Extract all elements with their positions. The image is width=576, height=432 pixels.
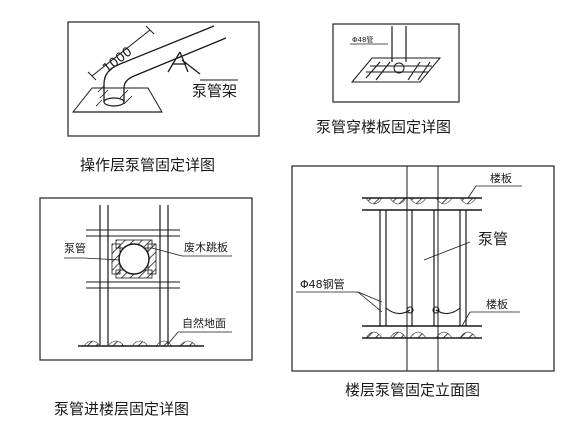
caption-through-floor: 泵管穿楼板固定详图 xyxy=(316,118,451,136)
panel-operating-floor: 1000 泵管架 xyxy=(67,21,260,137)
steel-pipe-label: Φ48钢管 xyxy=(300,277,345,291)
panel-entering-floor: 泵管 废木跳板 自然地面 xyxy=(39,197,253,361)
ground-label: 自然地面 xyxy=(182,316,226,330)
bottom-slab-hatch xyxy=(365,331,477,339)
elevation-pump-pipe-label: 泵管 xyxy=(478,230,508,248)
pump-frame-label: 泵管架 xyxy=(192,82,237,100)
ground-hatch xyxy=(83,340,197,347)
pump-pipe-circle xyxy=(118,243,150,275)
floor-label-bottom: 楼板 xyxy=(486,297,508,311)
panel-frame xyxy=(332,23,460,103)
pump-frame-support xyxy=(167,51,201,75)
pipe-clamps xyxy=(385,306,461,315)
horizontal-bars xyxy=(86,229,180,289)
pump-pipe-label: 泵管 xyxy=(64,241,86,255)
steel-tubes xyxy=(379,210,467,326)
steel-posts xyxy=(99,205,169,345)
panel-frame xyxy=(291,165,555,372)
scrap-board-label: 废木跳板 xyxy=(184,240,228,254)
pump-pipe-elbow xyxy=(103,25,215,102)
top-slab-hatch xyxy=(365,197,477,205)
caption-entering-floor: 泵管进楼层固定详图 xyxy=(54,400,189,418)
floor-label-top: 楼板 xyxy=(490,171,512,185)
through-floor-small-label: Φ48管 xyxy=(352,35,373,44)
panel-frame xyxy=(67,21,260,137)
panel-frame xyxy=(39,197,253,361)
steel-bars xyxy=(365,61,432,81)
caption-elevation: 楼层泵管固定立面图 xyxy=(345,381,480,399)
caption-operating-floor: 操作层泵管固定详图 xyxy=(80,156,215,174)
panel-through-floor: Φ48管 xyxy=(332,23,460,103)
panel-elevation: 楼板 泵管 Φ48钢管 楼板 xyxy=(291,165,555,372)
dimension-line xyxy=(87,25,155,81)
